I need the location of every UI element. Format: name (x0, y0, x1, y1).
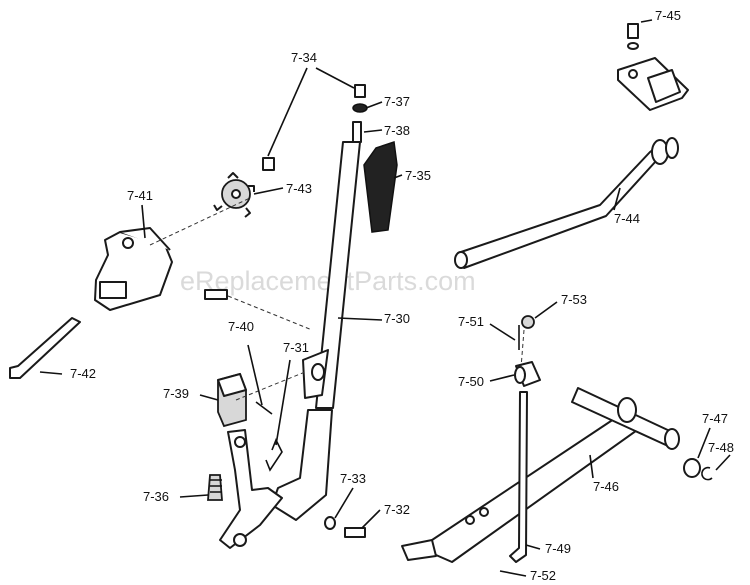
part-bracket-7-41 (94, 227, 173, 311)
part-clip-7-48 (701, 466, 713, 481)
label-7-52: 7-52 (530, 568, 556, 583)
assembly-line-b (227, 295, 313, 331)
part-bolt-7-41 (204, 289, 228, 300)
part-block-7-39 (217, 372, 247, 428)
label-7-34: 7-34 (291, 50, 317, 65)
part-grip-7-35 (363, 141, 398, 233)
part-sleeve-7-34 (262, 157, 275, 171)
assembly-line-a (149, 197, 251, 246)
label-7-40: 7-40 (228, 319, 254, 334)
assembly-line-d (520, 329, 525, 369)
part-washer-7-33 (324, 516, 336, 530)
leader-lines (39, 19, 731, 577)
part-bushing-7-47 (683, 458, 701, 478)
label-7-42: 7-42 (70, 366, 96, 381)
part-rod-7-42 (9, 317, 81, 379)
part-nut-7-53 (521, 315, 535, 329)
part-swivel-7-50 (514, 361, 541, 387)
part-labels: 7-34 7-37 7-38 7-35 7-43 7-41 7-42 7-30 … (70, 8, 734, 583)
label-7-38: 7-38 (384, 123, 410, 138)
part-crank-7-46 (401, 387, 680, 563)
label-7-43: 7-43 (286, 181, 312, 196)
part-lever-7-30 (271, 121, 362, 521)
part-hairpin-7-31 (265, 438, 283, 472)
part-washer-7-37 (352, 103, 368, 113)
label-7-41: 7-41 (127, 188, 153, 203)
label-7-53: 7-53 (561, 292, 587, 307)
label-7-46: 7-46 (593, 479, 619, 494)
label-7-51: 7-51 (458, 314, 484, 329)
part-bracket-7-45 (617, 23, 689, 111)
assembly-line-c (235, 371, 306, 401)
label-7-37: 7-37 (384, 94, 410, 109)
label-7-39: 7-39 (163, 386, 189, 401)
part-rod-7-49 (509, 391, 528, 563)
label-7-49: 7-49 (545, 541, 571, 556)
part-linkage-7-36 (207, 429, 283, 549)
label-7-44: 7-44 (614, 211, 640, 226)
label-7-33: 7-33 (340, 471, 366, 486)
label-7-31: 7-31 (283, 340, 309, 355)
label-7-35: 7-35 (405, 168, 431, 183)
part-gear-7-43 (213, 172, 255, 218)
part-cap-7-34 (354, 84, 366, 98)
label-7-47: 7-47 (702, 411, 728, 426)
label-7-50: 7-50 (458, 374, 484, 389)
label-7-45: 7-45 (655, 8, 681, 23)
label-7-48: 7-48 (708, 440, 734, 455)
part-bolt-7-32 (344, 527, 366, 538)
part-pin-7-40 (255, 401, 273, 415)
label-7-30: 7-30 (384, 311, 410, 326)
label-7-36: 7-36 (143, 489, 169, 504)
label-7-32: 7-32 (384, 502, 410, 517)
part-rod-7-44 (454, 137, 679, 269)
